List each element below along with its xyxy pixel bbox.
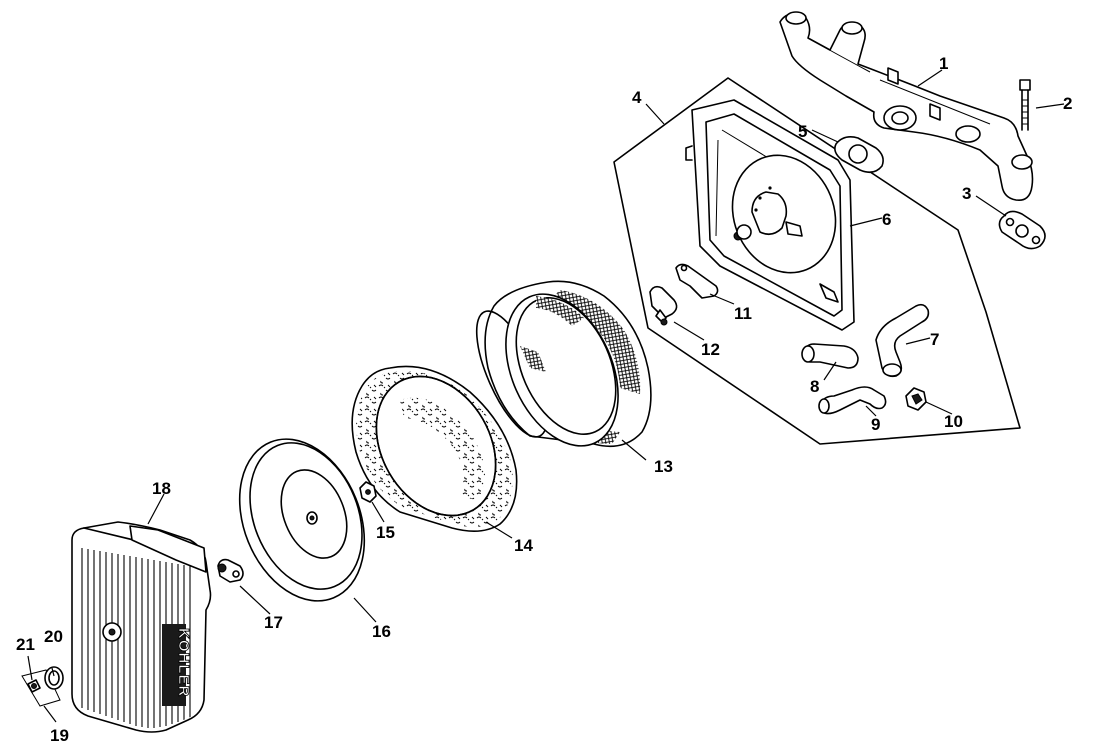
part-17-clamp — [217, 558, 244, 583]
callout-7: 7 — [930, 330, 939, 349]
part-4-assembly-outline — [613, 77, 1021, 445]
callout-5: 5 — [798, 122, 807, 141]
callout-10: 10 — [944, 412, 963, 431]
part-9-hose — [819, 386, 887, 415]
callout-14: 14 — [514, 536, 533, 555]
part-6-base-plate — [685, 99, 855, 331]
part-21-fitting — [27, 679, 41, 693]
callout-11: 11 — [734, 304, 752, 323]
part-18-housing-cover: KOHLER — [71, 521, 212, 733]
part-16-cover-plate — [238, 438, 366, 602]
part-2-bolt — [1019, 79, 1031, 131]
part-19-group-outline — [21, 669, 61, 707]
callout-9: 9 — [871, 415, 880, 434]
callout-12: 12 — [701, 340, 720, 359]
part-20-grommet — [44, 666, 64, 690]
callout-16: 16 — [372, 622, 391, 641]
part-13-paper-element — [475, 280, 652, 448]
callout-labels: 1 2 3 4 5 6 7 8 9 10 11 12 13 14 15 16 1… — [16, 54, 1072, 745]
callout-20: 20 — [44, 627, 63, 646]
callout-13: 13 — [654, 457, 673, 476]
callout-8: 8 — [810, 377, 819, 396]
part-15-nut — [359, 481, 377, 503]
callout-3: 3 — [962, 184, 971, 203]
callout-6: 6 — [882, 210, 891, 229]
leader-lines — [27, 69, 1065, 723]
part-14-precleaner — [351, 365, 518, 532]
callout-19: 19 — [50, 726, 69, 745]
part-12-clip — [649, 285, 678, 326]
callout-4: 4 — [632, 88, 642, 107]
callout-2: 2 — [1063, 94, 1072, 113]
callout-18: 18 — [152, 479, 171, 498]
brand-lettering: KOHLER — [175, 628, 192, 697]
callout-15: 15 — [376, 523, 395, 542]
callout-21: 21 — [16, 635, 35, 654]
callout-1: 1 — [939, 54, 948, 73]
part-10-nut — [905, 387, 927, 411]
part-3-gasket — [998, 210, 1046, 250]
part-1-intake-manifold — [779, 11, 1034, 202]
part-5-gasket — [834, 136, 884, 174]
callout-17: 17 — [264, 613, 283, 632]
